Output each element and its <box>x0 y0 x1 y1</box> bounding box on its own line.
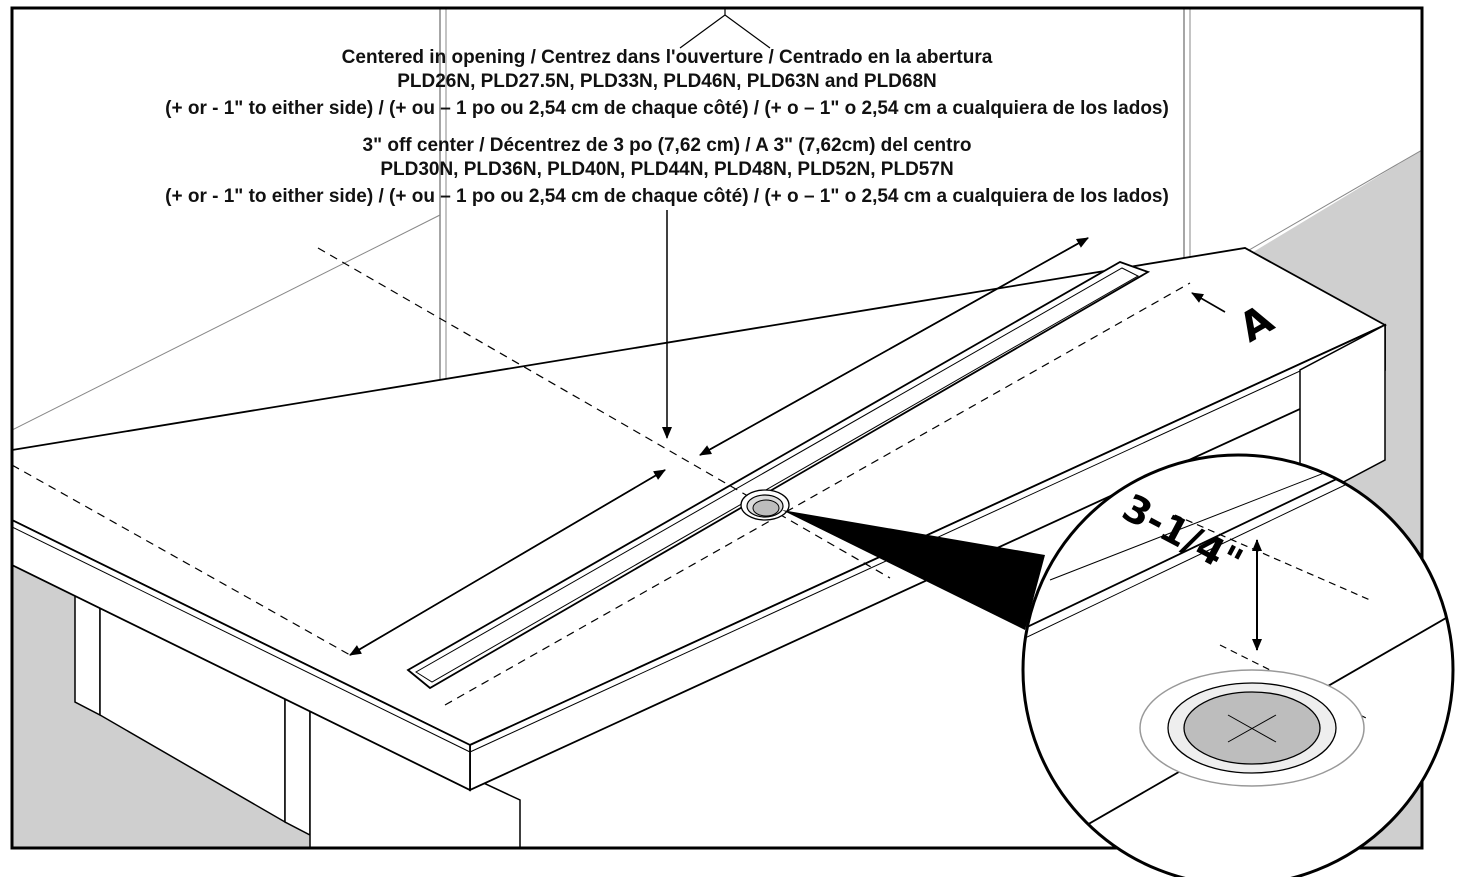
downdraft-slot <box>406 261 1151 690</box>
centered-label-line3: (+ or - 1" to either side) / (+ ou – 1 p… <box>165 98 1169 119</box>
countertop-edge <box>12 526 471 753</box>
cabinet-leg-center <box>284 688 311 837</box>
callout-wedge <box>782 510 1045 630</box>
offset-label-line3: (+ or - 1" to either side) / (+ ou – 1 p… <box>165 186 1169 207</box>
centerline-dashed <box>444 282 1191 706</box>
offset-label-line2: PLD30N, PLD36N, PLD40N, PLD44N, PLD48N, … <box>380 159 953 180</box>
reference-arrow <box>1191 292 1226 313</box>
span-arrow-lower <box>349 469 666 656</box>
edge-dashed-left <box>12 464 351 656</box>
detail-dashed <box>1219 644 1371 721</box>
centered-label-line2: PLD26N, PLD27.5N, PLD33N, PLD46N, PLD63N… <box>397 71 937 92</box>
centerline-cross <box>317 247 891 579</box>
centered-label-line1: Centered in opening / Centrez dans l'ouv… <box>342 47 993 68</box>
span-arrow <box>699 237 1089 456</box>
detail-view <box>1021 453 1455 877</box>
frame-border <box>10 6 1424 850</box>
detail-center-cross <box>1227 714 1277 743</box>
detail-slot-edge <box>1049 455 1453 581</box>
countertop-left-face <box>12 518 471 792</box>
wall-line <box>12 214 441 431</box>
grommet-cap <box>752 499 780 517</box>
centered-bracket <box>679 14 771 49</box>
downdraft-slot-inner <box>415 267 1140 683</box>
offset-label-line1: 3" off center / Décentrez de 3 po (7,62 … <box>363 135 972 156</box>
